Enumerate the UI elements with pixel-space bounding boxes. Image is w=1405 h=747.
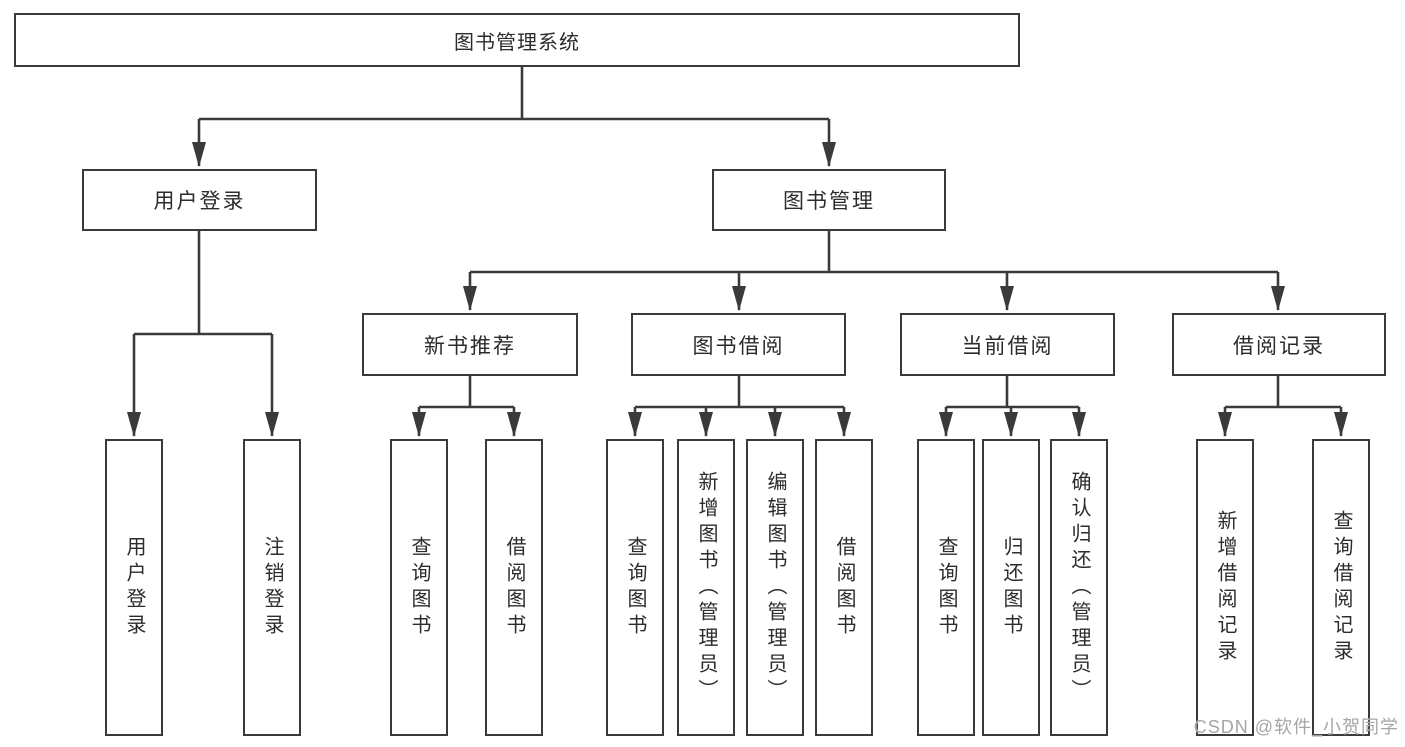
- leaf-current-return-books: 归还图书: [982, 439, 1040, 736]
- leaf-user-login: 用户登录: [105, 439, 163, 736]
- node-user-login: 用户登录: [82, 169, 317, 231]
- node-book-management: 图书管理: [712, 169, 946, 231]
- leaf-recommend-borrow-books: 借阅图书: [485, 439, 543, 736]
- leaf-current-confirm-return-admin: 确认归还（管理员）: [1050, 439, 1108, 736]
- leaf-borrow-query-books: 查询图书: [606, 439, 664, 736]
- csdn-watermark: CSDN @软件_小贺同学: [1193, 717, 1399, 737]
- node-book-borrow: 图书借阅: [631, 313, 846, 376]
- leaf-records-add-record: 新增借阅记录: [1196, 439, 1254, 736]
- leaf-borrow-edit-books-admin: 编辑图书（管理员）: [746, 439, 804, 736]
- leaf-logout: 注销登录: [243, 439, 301, 736]
- node-new-book-recommend: 新书推荐: [362, 313, 578, 376]
- leaf-borrow-borrow-books: 借阅图书: [815, 439, 873, 736]
- leaf-records-query-record: 查询借阅记录: [1312, 439, 1370, 736]
- leaf-borrow-add-books-admin: 新增图书（管理员）: [677, 439, 735, 736]
- leaf-recommend-query-books: 查询图书: [390, 439, 448, 736]
- node-library-system: 图书管理系统: [14, 13, 1020, 67]
- node-borrow-records: 借阅记录: [1172, 313, 1386, 376]
- node-current-borrow: 当前借阅: [900, 313, 1115, 376]
- leaf-current-query-books: 查询图书: [917, 439, 975, 736]
